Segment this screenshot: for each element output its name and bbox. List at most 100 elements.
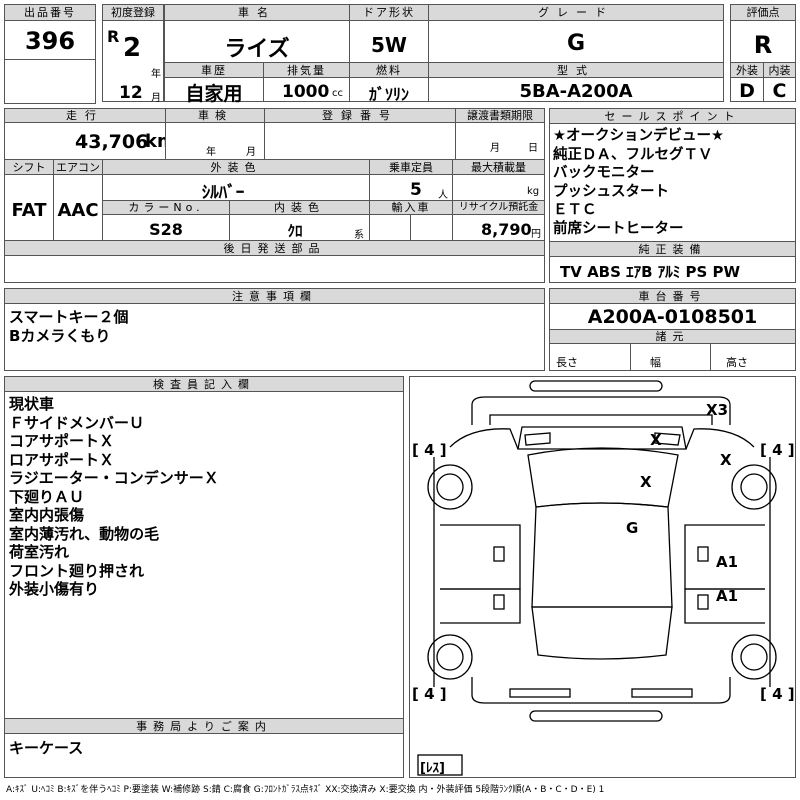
first-reg-month-unit: 月 — [151, 93, 161, 104]
tire-spare: [ﾚｽ] — [420, 761, 445, 776]
model-label: 型式 — [557, 64, 595, 77]
tire-front-right: [ 4 ] — [760, 441, 795, 459]
notes-label: 注意事項欄 — [232, 290, 317, 303]
aircon-type: AAC — [57, 200, 99, 221]
transfer-day-unit: 日 — [528, 143, 538, 154]
exterior-color: ｼﾙﾊﾞｰ — [201, 183, 245, 203]
length-label: 長さ — [556, 356, 578, 369]
inspection-month-unit: 月 — [246, 147, 256, 158]
width-label: 幅 — [650, 356, 661, 369]
ext-color-label: 外装色 — [210, 161, 262, 174]
interior-color-unit: 系 — [354, 230, 364, 241]
first-reg-year-unit: 年 — [151, 69, 161, 80]
mileage-box: 走行 43,706 km — [4, 108, 176, 160]
chassis-label: 車台番号 — [638, 290, 707, 303]
import-box: 輸入車 — [369, 200, 453, 241]
int-grade-box: 内装 C — [763, 62, 796, 102]
lot-no-box: 出品番号 396 — [4, 4, 96, 60]
reg-no-box: 登録番号 — [264, 108, 456, 160]
recycle-label: リサイクル預託金 — [458, 202, 539, 213]
color-no-box: カラーNo. S28 — [102, 200, 230, 241]
grade-label: グレード — [538, 6, 614, 19]
legend: A:ｷｽﾞ U:ﾍｺﾐ B:ｷｽﾞを伴うﾍｺﾐ P:要塗装 W:補修跡 S:錆 … — [6, 785, 605, 795]
max-load-label: 最大積載量 — [471, 161, 526, 174]
recycle-value: 8,790 — [481, 220, 532, 239]
capacity-box: 乗車定員 5 人 — [369, 159, 453, 201]
mark-windshield: X — [650, 431, 662, 449]
history-box: 車歴 自家用 — [164, 62, 264, 105]
displacement-unit: cc — [332, 88, 343, 99]
inspection-year-unit: 年 — [206, 147, 216, 158]
mark-right-front: X — [720, 451, 732, 469]
interior-grade: C — [772, 80, 787, 102]
mileage-label: 走行 — [66, 109, 104, 122]
grade-box: グレード G — [428, 4, 724, 63]
door-box: ドア形状 5W — [349, 4, 429, 63]
tire-front-left: [ 4 ] — [412, 441, 447, 459]
car-diagram-box: X3 X X X G A1 A1 [ 4 ] [ 4 ] [ 4 ] [ 4 ]… — [409, 376, 796, 778]
max-load-box: 最大積載量 kg — [452, 159, 545, 201]
recycle-box: リサイクル預託金 8,790 円 — [452, 200, 545, 241]
fuel-label: 燃料 — [376, 64, 402, 77]
car-history: 自家用 — [185, 83, 243, 105]
displacement-label: 排気量 — [287, 64, 326, 77]
grade: G — [566, 31, 586, 56]
transfer-month-unit: 月 — [490, 143, 500, 154]
first-reg-label: 初度登録 — [111, 6, 155, 19]
sales-points-box: セールスポイント ★オークションデビュー★ 純正ＤＡ、フルセグＴＶ バックモニタ… — [549, 108, 796, 242]
inspection-box: 車検 年 月 — [165, 108, 265, 160]
later-parts-box: 後日発送部品 — [4, 240, 545, 283]
door-type: 5W — [371, 33, 407, 57]
sales-points-label: セールスポイント — [604, 110, 741, 123]
inspector-box: 検査員記入欄 現状車 ＦサイドメンバーＵ コアサポートＸ ロアサポートＸ ラジエ… — [4, 376, 404, 719]
displacement-box: 排気量 1000 cc — [263, 62, 350, 102]
transfer-box: 譲渡書類期限 月 日 — [455, 108, 545, 160]
mark-hood: X — [640, 473, 652, 491]
chassis-box: 車台番号 A200A-0108501 — [549, 288, 796, 330]
inspection-label: 車検 — [198, 109, 232, 122]
inspector-label: 検査員記入欄 — [153, 378, 255, 391]
ext-color-box: 外装色 ｼﾙﾊﾞｰ — [102, 159, 370, 203]
score: R — [753, 31, 773, 59]
tire-rear-right: [ 4 ] — [760, 685, 795, 703]
car-name-label: 車名 — [238, 6, 276, 19]
int-grade-label: 内装 — [768, 64, 791, 77]
later-parts-label: 後日発送部品 — [223, 242, 326, 255]
max-load-unit: kg — [527, 186, 540, 197]
mileage-value: 43,706 — [75, 131, 149, 153]
shift-label: シフト — [12, 161, 46, 174]
height-label: 高さ — [726, 356, 748, 369]
aircon-label: エアコン — [56, 161, 100, 174]
capacity-value: 5 — [410, 180, 422, 200]
dims-label: 諸元 — [655, 330, 690, 343]
int-color-box: 内装色 ｸﾛ 系 — [229, 200, 370, 241]
car-name-box: 車名 ライズ — [164, 4, 350, 63]
exterior-grade: D — [739, 80, 755, 102]
aircon-box: エアコン AAC — [53, 159, 103, 241]
mark-right-rear-door: A1 — [716, 587, 739, 605]
mark-roof: G — [626, 519, 639, 537]
first-reg-year: 2 — [123, 33, 142, 63]
first-reg-era: R — [107, 27, 120, 46]
mark-right-front-door: A1 — [716, 553, 739, 571]
lot-no-blank — [4, 59, 96, 104]
capacity-label: 乗車定員 — [389, 161, 433, 174]
equipment-list: TV ABS ｴｱB ｱﾙﾐ PS PW — [560, 263, 741, 281]
dims-box: 諸元 長さ 幅 高さ — [549, 329, 796, 371]
color-number: S28 — [149, 220, 183, 239]
shift-type: FAT — [11, 200, 47, 221]
mark-front-bumper: X3 — [706, 401, 729, 419]
history-label: 車歴 — [201, 64, 227, 77]
door-label: ドア形状 — [363, 6, 415, 19]
interior-color: ｸﾛ — [287, 222, 303, 240]
first-reg-box: 初度登録 R 2 年 12 月 — [102, 4, 164, 104]
score-box: 評価点 R — [730, 4, 796, 63]
reg-no-label: 登録番号 — [322, 109, 398, 122]
displacement-value: 1000 — [282, 82, 330, 102]
inspector-notes: 現状車 ＦサイドメンバーＵ コアサポートＸ ロアサポートＸ ラジエーター・コンデ… — [9, 395, 219, 598]
sales-points-text: ★オークションデビュー★ 純正ＤＡ、フルセグＴＶ バックモニター プッシュスター… — [553, 128, 724, 237]
fuel-type: ｶﾞｿﾘﾝ — [368, 85, 409, 104]
car-diagram — [417, 380, 777, 776]
ext-grade-box: 外装 D — [730, 62, 764, 102]
car-name: ライズ — [224, 37, 290, 62]
